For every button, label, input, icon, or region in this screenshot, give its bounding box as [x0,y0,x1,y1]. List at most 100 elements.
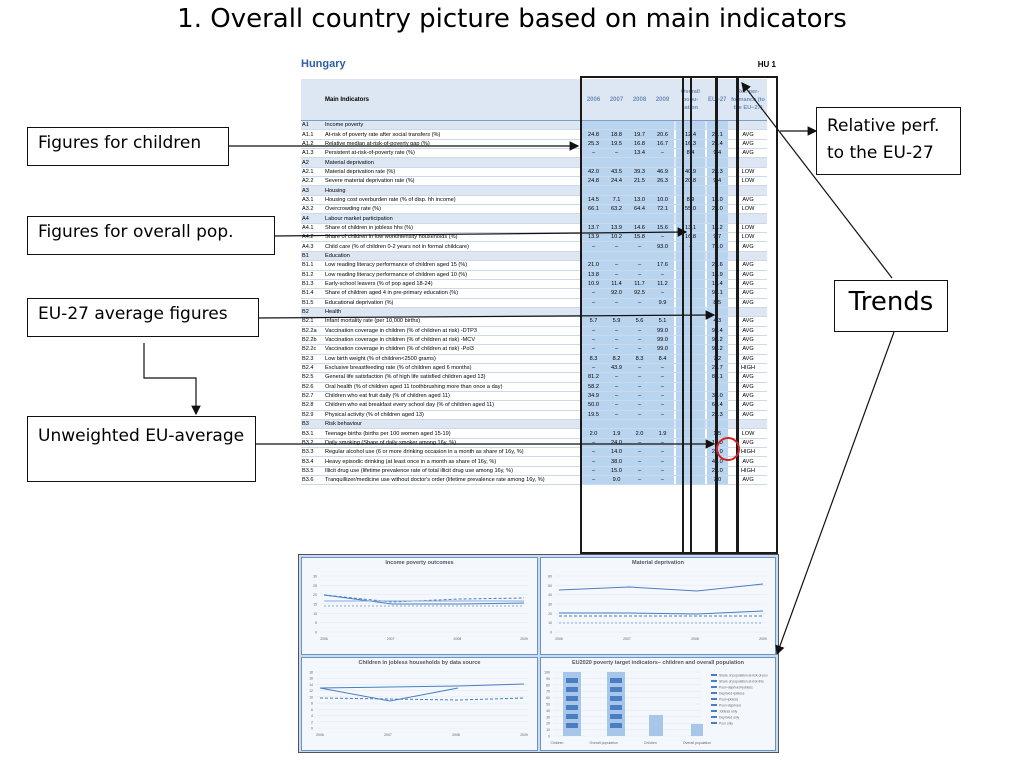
x-tick-label: 2007 [623,637,631,641]
year-value: – [628,466,651,477]
year-value [651,120,674,131]
year-header: 2009 [651,79,674,121]
legend-label: Poor+jobless [719,698,739,702]
indicator-label: Share of children in jobless hhs (%) [324,223,582,234]
year-value: 58.2 [582,382,605,392]
year-value: 46.9 [651,167,674,178]
year-value: – [582,344,605,355]
year-value: 99.0 [651,326,674,336]
y-tick-label: 0 [550,631,552,635]
year-value: 25.3 [582,139,605,150]
y-tick-label: 2 [311,720,313,724]
legend-swatch [711,716,717,718]
year-value: – [651,372,674,383]
legend-label: Poor+deprived+jobless [719,686,753,690]
year-value: 21.0 [582,260,605,271]
y-tick-label: 0 [311,727,313,731]
y-tick-label: 30 [548,603,552,607]
legend-label: Deprived only [719,716,740,720]
year-value [582,251,605,262]
year-value: – [605,260,628,271]
year-value: – [651,270,674,280]
y-tick-label: 15 [313,603,317,607]
unweighted-eu-average-callout: Unweighted EU-average [27,416,256,482]
year-value: – [582,335,605,346]
year-value: 10.2 [605,232,628,243]
year-value: – [628,270,651,280]
indicator-code: B1.3 [301,279,324,290]
year-value: – [628,344,651,355]
year-value: – [651,410,674,421]
legend-swatch [711,692,717,694]
indicator-label: Children who eat fruit daily (% of child… [324,391,582,402]
year-value: – [628,372,651,383]
year-header: 2008 [628,79,651,121]
indicator-code: B2.3 [301,354,324,364]
indicator-code: A2 [301,157,324,168]
relative-performance-value: AVG [729,456,767,467]
section-title: Income poverty [324,120,582,131]
y-tick-label: 60 [548,575,552,579]
indicator-label: Daily smoking (Share of daily smoker amo… [324,438,582,449]
indicator-code: B2.5 [301,372,324,383]
x-tick-label: Overall population [683,741,711,745]
relative-performance-value [729,307,767,318]
section-title: Material deprivation [324,157,582,168]
x-tick-label: 2009 [520,733,528,737]
year-value: – [651,288,674,299]
year-value: 8.3 [628,354,651,364]
year-value: – [651,232,674,243]
year-value: – [651,391,674,402]
year-value: – [605,372,628,383]
indicator-code: A4.3 [301,241,324,252]
year-value [651,185,674,196]
y-tick-label: 5 [315,621,317,625]
year-value: – [605,270,628,280]
year-value: 5.6 [628,316,651,327]
bar-segment [610,723,622,728]
year-value: 13.4 [628,148,651,159]
relative-performance-value: HIGH [729,363,767,374]
relative-performance-value: HIGH [729,447,767,458]
indicator-code: B2.2a [301,326,324,336]
x-tick-label: Children [644,741,657,745]
year-value: 42.0 [582,167,605,178]
year-value [651,419,674,430]
year-value: 1.9 [605,428,628,439]
relative-performance-value: AVG [729,475,767,486]
year-value: – [628,382,651,392]
year-value [628,419,651,430]
legend-swatch [711,686,717,688]
series-line [319,687,459,702]
y-tick-label: 40 [548,593,552,597]
legend-label: Deprived+jobless [719,692,745,696]
section-title: Housing [324,185,582,196]
year-value: – [582,326,605,336]
year-value: 17.6 [651,260,674,271]
year-header: 2007 [605,79,628,121]
year-value [651,213,674,224]
year-value: – [605,241,628,252]
year-value: – [628,241,651,252]
relative-performance-value: AVG [729,391,767,402]
year-value: 99.0 [651,344,674,355]
year-value: – [628,391,651,402]
y-tick-label: 80 [546,683,550,687]
year-value: 24.8 [582,129,605,140]
indicator-code: B3.2 [301,438,324,449]
year-value: 5.9 [605,316,628,327]
y-tick-label: 18 [309,671,313,675]
relative-performance-value: AVG [729,382,767,392]
legend-swatch [711,704,717,706]
indicator-label: Low reading literacy performance of chil… [324,260,582,271]
year-value: 16.8 [628,139,651,150]
indicator-code: B2.8 [301,400,324,411]
year-value [628,213,651,224]
year-value: 8.2 [605,354,628,364]
year-value: 24.0 [605,438,628,449]
series-line [558,583,764,592]
x-tick-label: 2007 [384,733,392,737]
indicator-label: Teenage births (births per 100 women age… [324,428,582,439]
y-tick-label: 20 [546,722,550,726]
